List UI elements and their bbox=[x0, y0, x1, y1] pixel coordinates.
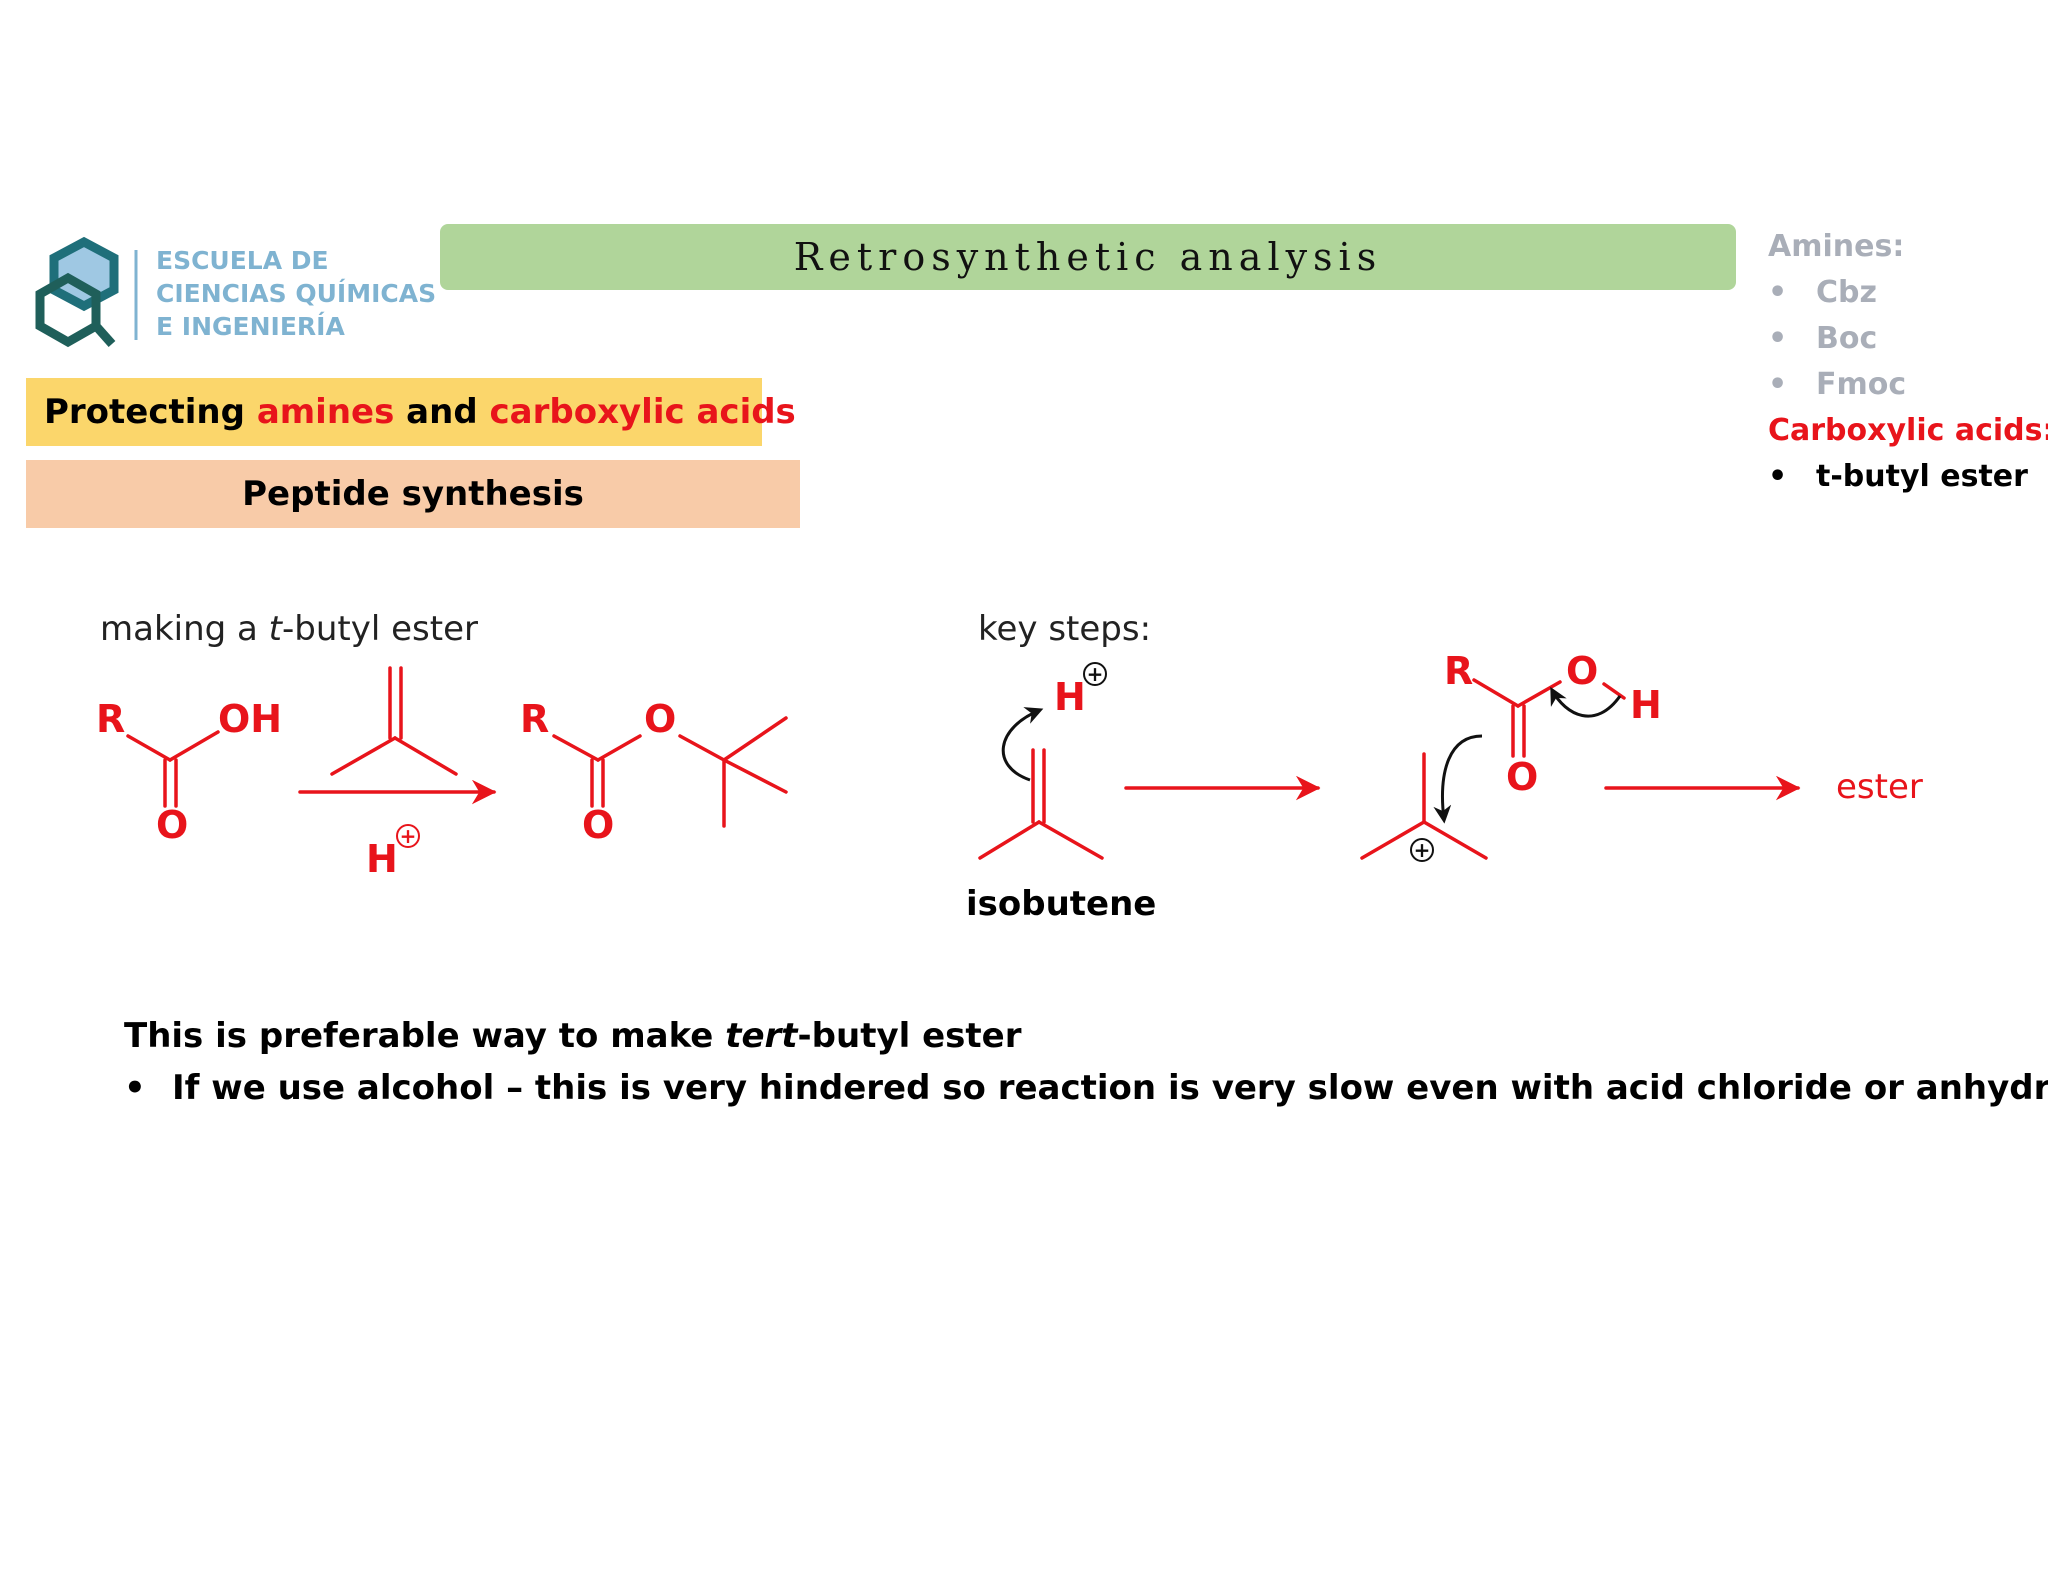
bullet: • bbox=[1768, 367, 1788, 402]
atom-h-label: H bbox=[1630, 683, 1662, 727]
list-item-label: Cbz bbox=[1816, 275, 1877, 310]
slide-title: Retrosynthetic analysis bbox=[440, 224, 1736, 290]
list-item-label: Boc bbox=[1816, 321, 1878, 356]
list-item: • Boc bbox=[1768, 316, 2048, 362]
list-item-label: Fmoc bbox=[1816, 367, 1907, 402]
positive-charge-icon bbox=[1083, 662, 1107, 686]
tbutyl-cation-structure bbox=[1360, 752, 1488, 860]
subtopic-heading: Peptide synthesis bbox=[26, 460, 800, 528]
reaction-diagram: making a t-butyl ester key steps: bbox=[96, 609, 1923, 881]
note-line: This is preferable way to make tert-buty… bbox=[124, 1010, 2048, 1062]
charge-sign: + bbox=[1087, 662, 1104, 686]
note-bullet-line: • If we use alcohol – this is very hinder… bbox=[124, 1062, 2048, 1114]
topic-highlight-amines: amines bbox=[256, 392, 395, 432]
school-name-line: E INGENIERÍA bbox=[156, 312, 345, 341]
bullet: • bbox=[1768, 321, 1788, 356]
atom-r-label: R bbox=[96, 697, 125, 741]
charge-sign: + bbox=[1414, 838, 1431, 862]
bullet: • bbox=[1768, 275, 1788, 310]
note-text: If we use alcohol – this is very hindere… bbox=[172, 1068, 2048, 1108]
topic-text: and bbox=[394, 392, 490, 432]
amines-heading: Amines: bbox=[1768, 229, 1905, 264]
hexagon-logo-icon bbox=[35, 236, 119, 348]
electron-arrow bbox=[1433, 734, 1483, 824]
school-name-line: CIENCIAS QUÍMICAS bbox=[156, 279, 437, 308]
electron-arrow bbox=[1001, 707, 1044, 782]
atom-o-label: O bbox=[582, 803, 614, 847]
acids-heading: Carboxylic acids: bbox=[1768, 413, 2048, 448]
atom-h-label: H bbox=[1054, 675, 1086, 719]
positive-charge-icon bbox=[396, 824, 420, 848]
school-name: ESCUELA DE CIENCIAS QUÍMICAS E INGENIERÍ… bbox=[156, 244, 436, 343]
atom-r-label: R bbox=[1444, 649, 1473, 693]
protecting-groups-list: Amines: • Cbz • Boc • Fmoc Carboxylic acids… bbox=[1768, 224, 2048, 500]
school-name-line: ESCUELA DE bbox=[156, 246, 329, 275]
note-text: -butyl ester bbox=[797, 1016, 1022, 1056]
atom-oh-label: OH bbox=[218, 697, 282, 741]
positive-charge-icon bbox=[1410, 838, 1434, 862]
atom-o-label: O bbox=[644, 697, 676, 741]
note-text: This is preferable way to make bbox=[124, 1016, 726, 1056]
topic-text: Protecting bbox=[44, 392, 257, 432]
electron-arrow bbox=[1550, 686, 1622, 718]
mechanism-acid-structure bbox=[1472, 678, 1626, 758]
bullet: • bbox=[124, 1068, 146, 1108]
tbutyl-ester-structure bbox=[552, 716, 788, 828]
list-item: • t-butyl ester bbox=[1768, 454, 2048, 500]
school-logo bbox=[35, 236, 138, 348]
list-item: • Cbz bbox=[1768, 270, 2048, 316]
atom-o-label: O bbox=[1506, 755, 1538, 799]
atom-o-label: O bbox=[156, 803, 188, 847]
right-caption: key steps: bbox=[978, 609, 1151, 649]
notes: This is preferable way to make tert-buty… bbox=[124, 1010, 2048, 1114]
list-item: • Fmoc bbox=[1768, 362, 2048, 408]
atom-r-label: R bbox=[520, 697, 549, 741]
bullet: • bbox=[1768, 459, 1788, 494]
topic-heading: Protecting amines and carboxylic acids bbox=[26, 378, 796, 446]
charge-sign: + bbox=[400, 824, 417, 848]
atom-h-label: H bbox=[366, 837, 398, 881]
isobutene-reagent-structure bbox=[330, 666, 458, 776]
carboxylic-acid-structure bbox=[126, 730, 220, 808]
isobutene-label: isobutene bbox=[966, 884, 1157, 924]
isobutene-structure bbox=[978, 748, 1104, 860]
list-item-label: t-butyl ester bbox=[1816, 459, 2028, 494]
note-italic: tert bbox=[725, 1016, 798, 1056]
topic-highlight-acids: carboxylic acids bbox=[489, 392, 796, 432]
left-caption: making a t-butyl ester bbox=[100, 609, 478, 649]
product-label: ester bbox=[1836, 767, 1923, 807]
atom-o-label: O bbox=[1566, 649, 1598, 693]
